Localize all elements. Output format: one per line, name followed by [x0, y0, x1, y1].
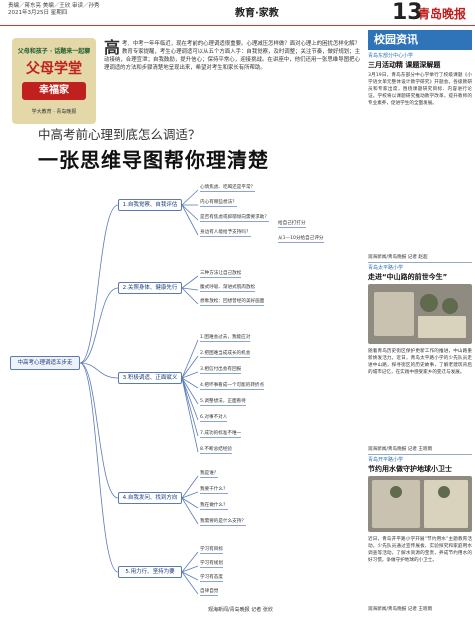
mind-map: 中高考心理调适五步走 1.自我觉察、自我评估 心情焦虑、吃喝还是平常？ 内心有哪… [8, 180, 363, 610]
column-divider [368, 454, 472, 455]
column-org-1: 青岛东部分中心小学 [368, 53, 414, 59]
story3-text: 近日，青岛开平路小学开展“节约用水”主题教育活动。少先队员通过宣传展板、实验探究… [368, 537, 472, 563]
date-line: 2021年3月25日 星期四 [8, 10, 68, 16]
page-header: 责编／蒋东亮 美编／王欣 审读／孙秀 2021年3月25日 星期四 教育·家教 … [0, 0, 475, 26]
banner-line4: 学大教育 · 青岛晚报 [31, 109, 77, 115]
branch-3: 3.积极调适、正面赋义 [118, 372, 182, 384]
story3-photo [368, 476, 472, 532]
leaf-3-7: 7.成功的标准不唯一 [200, 431, 242, 438]
leaf-1-3: 是否有焦虑或抑郁倾向需要求助？ [200, 215, 269, 222]
editor-credits: 责编／蒋东亮 美编／王欣 审读／孙秀 2021年3月25日 星期四 [8, 3, 100, 17]
banner-line2: 父母学堂 [26, 61, 82, 77]
leaf-1-5: 给自己打打分 [278, 221, 306, 228]
leaf-5-3: 学习有态度 [200, 575, 223, 582]
branch-2: 2.关照身体、健康先行 [118, 282, 182, 294]
banner-line1: 父母和孩子 · 话题来一起聊 [17, 48, 91, 55]
leaf-1-4: 身边有人能给予支持吗？ [200, 230, 251, 237]
leaf-5-4: 自律自觉 [200, 589, 219, 596]
section-title: 教育·家教 [235, 8, 279, 19]
column-org-3: 青岛开平路小学 [368, 457, 404, 463]
article-headline: 一张思维导图帮你理清楚 [38, 148, 269, 172]
branch-5: 5.用力行、坚持为要 [118, 566, 182, 578]
branch-1: 1.自我觉察、自我评估 [118, 199, 182, 211]
leaf-1-2: 内心有哪些想法？ [200, 200, 237, 207]
leaf-3-4: 4.把坏事看成一个可能的转折点 [200, 383, 265, 390]
leaf-4-3: 我在做什么？ [200, 503, 228, 510]
mind-map-connectors [79, 189, 199, 595]
article-kicker: 中高考前心理到底怎么调适？ [38, 127, 201, 142]
article-credit: 观海新闻/青岛晚报 记者 张欣 [208, 607, 273, 613]
story2-photo [368, 284, 472, 344]
story1-text: 3月19日，青岛东部分中心学举行了校级课题《小学语文单元整体设计教学研究》开题会… [368, 73, 472, 106]
mind-map-root: 中高考心理调适五步走 [10, 356, 80, 370]
leaf-4-1: 我是谁？ [200, 471, 219, 478]
story2-text: 随着青岛历史街区保护更新工作的推进，中山路重新焕发活力。近日，青岛太平路小学的少… [368, 349, 472, 375]
editor-line: 责编／蒋东亮 美编／王欣 审读／孙秀 [8, 3, 100, 9]
story1-title: 三月活动精 课题深解题 [368, 61, 441, 69]
leaf-4-4: 我需要的是什么支持？ [200, 519, 246, 526]
story2-credit: 观海新闻/青岛晚报 记者 王晓雨 [368, 447, 433, 452]
story3-credit: 观海新闻/青岛晚报 记者 王晓雨 [368, 607, 433, 612]
intro-text: 考、中考一年年临近，现在考前的心理调适很重要。心理减压怎样做？面对心理上的困扰怎… [104, 41, 360, 71]
leaf-3-2: 2.把困难当成成长的机会 [200, 351, 251, 358]
newspaper-logo: 青岛晚报 [418, 7, 467, 21]
leaf-3-6: 6.对事不对人 [200, 415, 228, 422]
column-banner-image: 父母和孩子 · 话题来一起聊 父母学堂 幸福家 学大教育 · 青岛晚报 [12, 38, 96, 124]
leaf-3-8: 8.不断总结经验 [200, 447, 232, 454]
leaf-2-3: 想象放松：回想曾经的美好画面 [200, 299, 265, 306]
branch-4: 4.自我发问、找到方向 [118, 492, 182, 504]
leaf-2-2: 腹式呼吸、渐进式肌肉放松 [200, 285, 256, 292]
leaf-5-2: 学习有规划 [200, 561, 223, 568]
main-article: 父母和孩子 · 话题来一起聊 父母学堂 幸福家 学大教育 · 青岛晚报 高 考、… [8, 30, 363, 615]
leaf-1-6: 从1—10分给自己评分 [278, 236, 324, 243]
leaf-3-1: 1.困难会过去，我能应对 [200, 335, 251, 342]
drop-cap: 高 [104, 38, 121, 57]
story1-credit: 观海新闻/青岛晚报 记者 赵超 [368, 255, 428, 260]
story3-title: 节约用水做守护地球小卫士 [368, 465, 452, 473]
leaf-4-2: 我要干什么？ [200, 487, 228, 494]
leaf-1-1: 心情焦虑、吃喝还是平常？ [200, 185, 256, 192]
article-intro: 高 考、中考一年年临近，现在考前的心理调适很重要。心理减压怎样做？面对心理上的困… [104, 40, 360, 72]
column-banner: 校园资讯 [368, 30, 472, 50]
column-divider [368, 262, 472, 263]
leaf-3-5: 5.调整想法，正面看待 [200, 399, 246, 406]
news-column: 校园资讯 青岛东部分中心小学 三月活动精 课题深解题 3月19日，青岛东部分中心… [368, 30, 472, 615]
leaf-3-3: 3.相信付出会有回报 [200, 367, 242, 374]
leaf-2-1: 三种方法让自己放松 [200, 271, 242, 278]
column-org-2: 青岛太平路小学 [368, 265, 404, 271]
leaf-5-1: 学习有目标 [200, 547, 223, 554]
banner-line3: 幸福家 [22, 82, 86, 100]
page-number: 13 [392, 0, 423, 25]
story2-title: 走进“中山路的前世今生” [368, 273, 448, 281]
